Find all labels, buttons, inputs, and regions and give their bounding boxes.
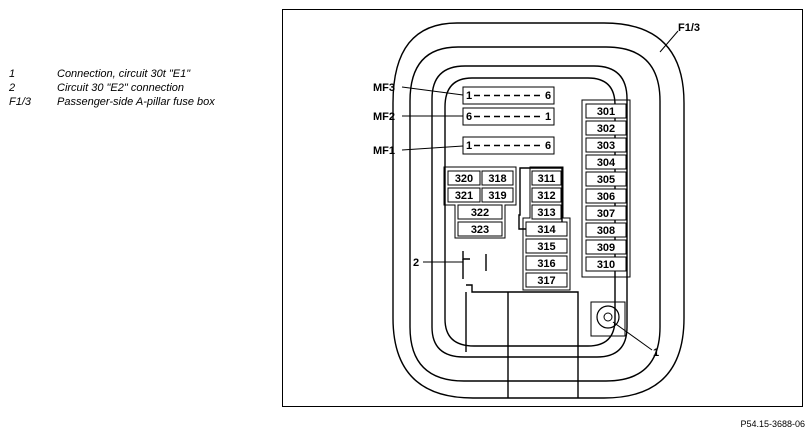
fuse-bank-outline xyxy=(518,167,563,230)
fuse-label: 302 xyxy=(597,123,615,135)
figure-frame xyxy=(282,9,803,407)
fuse-label: 321 xyxy=(455,190,473,202)
fuse-label: 316 xyxy=(537,258,555,270)
fuse-label: 307 xyxy=(597,208,615,220)
mf3-pin-right: 6 xyxy=(545,90,551,102)
fuse-321: 321 xyxy=(447,187,481,203)
housing-outlines xyxy=(392,22,685,399)
fuse-label: 301 xyxy=(597,106,615,118)
callout-mf1: MF1 xyxy=(373,145,395,157)
fuse-label: 310 xyxy=(597,259,615,271)
fuse-label: 303 xyxy=(597,140,615,152)
mf2-pin-right: 1 xyxy=(545,111,551,123)
fuse-323: 323 xyxy=(457,221,503,237)
terminal-circuit-30 xyxy=(462,254,487,279)
fuse-label: 305 xyxy=(597,174,615,186)
fusebox-diagram: 1 6 6 1 1 6 301 302 303 304 305 306 307 … xyxy=(373,22,700,399)
fuse-label: 306 xyxy=(597,191,615,203)
legend-key: 2 xyxy=(9,82,16,94)
legend-text: Circuit 30 "E2" connection xyxy=(57,82,185,94)
callout-f13: F1/3 xyxy=(678,22,700,34)
housing-inner xyxy=(431,65,628,358)
fuse-label: 314 xyxy=(537,224,556,236)
right-column-outline xyxy=(581,99,631,278)
fuse-label: 318 xyxy=(488,173,506,185)
fuse-319: 319 xyxy=(481,187,514,203)
fuse-310: 310 xyxy=(585,256,627,272)
housing-middle xyxy=(409,46,661,382)
fuse-313: 313 xyxy=(531,204,562,220)
fuse-311: 311 xyxy=(531,170,562,186)
fuse-302: 302 xyxy=(585,120,627,136)
fuse-318: 318 xyxy=(481,170,514,186)
fuse-label: 320 xyxy=(455,173,473,185)
fuse-322: 322 xyxy=(457,204,503,220)
fuse-label: 312 xyxy=(537,190,555,202)
callout-2: 2 xyxy=(413,257,419,269)
fuse-304: 304 xyxy=(585,154,627,170)
connector-mf3: 1 6 xyxy=(462,86,555,105)
lower-structure xyxy=(462,251,579,398)
leader-f13 xyxy=(659,30,679,53)
fuse-317: 317 xyxy=(525,272,568,288)
fuse-label: 317 xyxy=(537,275,555,287)
fuse-306: 306 xyxy=(585,188,627,204)
fuse-320: 320 xyxy=(447,170,481,186)
leader-1 xyxy=(612,321,653,351)
mf2-pin-left: 6 xyxy=(466,111,472,123)
fuse-label: 319 xyxy=(488,190,506,202)
fuse-312: 312 xyxy=(531,187,562,203)
figure-id: P54.15-3688-06 xyxy=(740,419,805,429)
fuse-label: 311 xyxy=(538,173,556,185)
mf3-pin-left: 1 xyxy=(466,90,472,102)
fuse-303: 303 xyxy=(585,137,627,153)
callout-mf3: MF3 xyxy=(373,82,395,94)
fuse-307: 307 xyxy=(585,205,627,221)
fuse-label: 322 xyxy=(471,207,489,219)
legend-item: 1 Connection, circuit 30t "E1" xyxy=(9,67,215,81)
legend-key: 1 xyxy=(9,68,16,80)
fuse-309: 309 xyxy=(585,239,627,255)
fuse-305: 305 xyxy=(585,171,627,187)
fuse-label: 308 xyxy=(597,225,615,237)
legend-key: F1/3 xyxy=(9,96,32,108)
fuse-label: 315 xyxy=(537,241,555,253)
legend-item: F1/3 Passenger-side A-pillar fuse box xyxy=(9,95,215,109)
legend-text: Passenger-side A-pillar fuse box xyxy=(57,96,215,108)
connector-mf1: 1 6 xyxy=(462,136,555,155)
mf1-pin-left: 1 xyxy=(466,140,472,152)
fuse-label: 323 xyxy=(471,224,489,236)
fuse-label: 309 xyxy=(597,242,615,254)
leader-lines xyxy=(401,30,679,351)
callout-1: 1 xyxy=(653,347,659,359)
fuse-column-right: 301 302 303 304 305 306 307 308 309 310 xyxy=(585,103,627,272)
fuse-316: 316 xyxy=(525,255,568,271)
terminal-circuit-30t xyxy=(590,301,626,337)
fuse-label: 313 xyxy=(537,207,555,219)
housing-outer xyxy=(392,22,685,399)
fuse-group-left: 320 318 321 319 322 323 xyxy=(443,166,517,239)
callout-mf2: MF2 xyxy=(373,111,395,123)
fuse-label: 304 xyxy=(597,157,616,169)
connector-mf2: 6 1 xyxy=(462,107,555,126)
fuse-column-middle: 311 312 313 314 315 316 317 xyxy=(522,166,571,291)
fuse-308: 308 xyxy=(585,222,627,238)
mf1-pin-right: 6 xyxy=(545,140,551,152)
fuse-314: 314 xyxy=(525,221,568,237)
legend-item: 2 Circuit 30 "E2" connection xyxy=(9,81,215,95)
legend: 1 Connection, circuit 30t "E1" 2 Circuit… xyxy=(9,67,215,109)
leader-mf1 xyxy=(401,145,464,151)
fuse-315: 315 xyxy=(525,238,568,254)
housing-inner-2 xyxy=(444,77,616,347)
legend-text: Connection, circuit 30t "E1" xyxy=(57,68,191,80)
leader-mf3 xyxy=(401,86,464,96)
fuse-301: 301 xyxy=(585,103,627,119)
